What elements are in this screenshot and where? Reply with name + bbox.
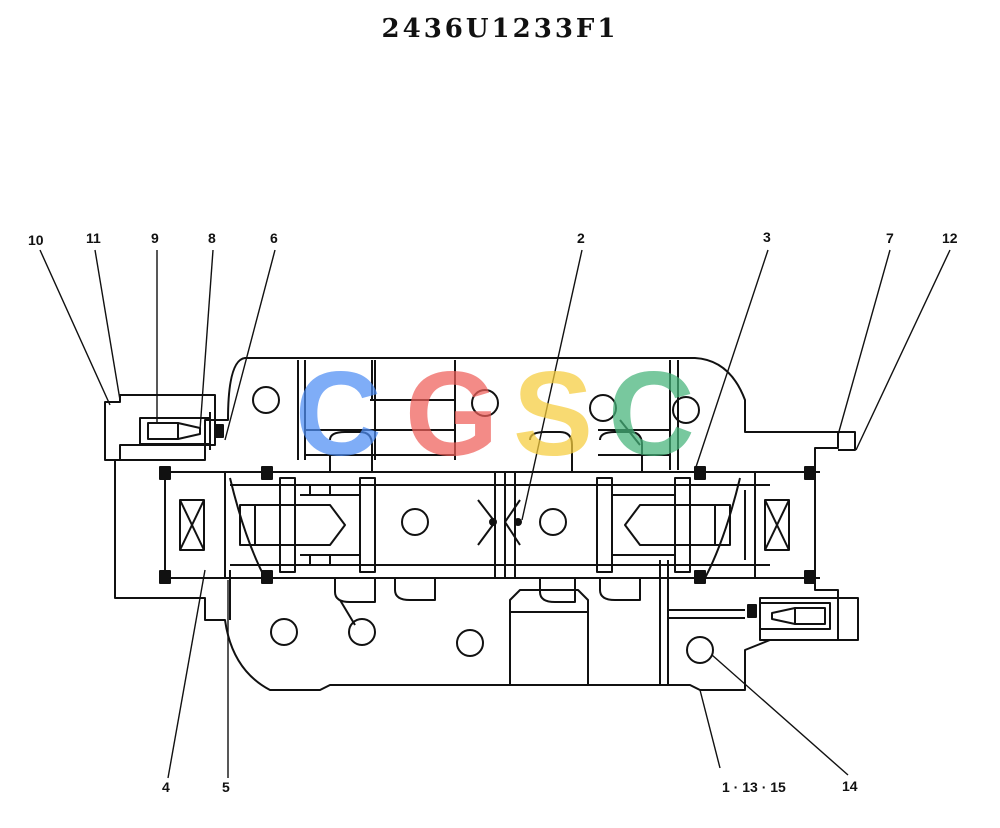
drawing-title: 2436U1233F1 — [381, 14, 619, 44]
part-labels: 10 11 9 8 6 2 3 7 12 4 5 1 · 13 · 15 14 — [28, 229, 958, 795]
watermark-letter-g: G — [405, 347, 498, 481]
leader-lines — [39, 249, 951, 779]
label-14: 14 — [842, 778, 858, 794]
valve-body — [104, 357, 859, 691]
watermark-letter-s: S — [513, 347, 593, 481]
central-port — [509, 589, 589, 686]
right-spool — [596, 466, 816, 584]
label-2: 2 — [577, 230, 585, 246]
holes — [252, 386, 714, 664]
label-10: 10 — [28, 232, 44, 248]
label-3: 3 — [763, 229, 771, 245]
label-4: 4 — [162, 779, 170, 795]
left-plug — [139, 412, 224, 450]
label-12: 12 — [942, 230, 958, 246]
watermark: C G S C — [295, 347, 695, 481]
watermark-letter-c1: C — [295, 347, 382, 481]
right-plug — [747, 602, 831, 630]
spool-bore — [160, 471, 820, 579]
left-spool — [159, 466, 376, 584]
label-6: 6 — [270, 230, 278, 246]
watermark-letter-c2: C — [608, 347, 695, 481]
label-1-13-15: 1 · 13 · 15 — [722, 779, 786, 795]
label-11: 11 — [86, 230, 101, 246]
label-9: 9 — [151, 230, 159, 246]
label-8: 8 — [208, 230, 216, 246]
label-5: 5 — [222, 779, 230, 795]
label-7: 7 — [886, 230, 894, 246]
